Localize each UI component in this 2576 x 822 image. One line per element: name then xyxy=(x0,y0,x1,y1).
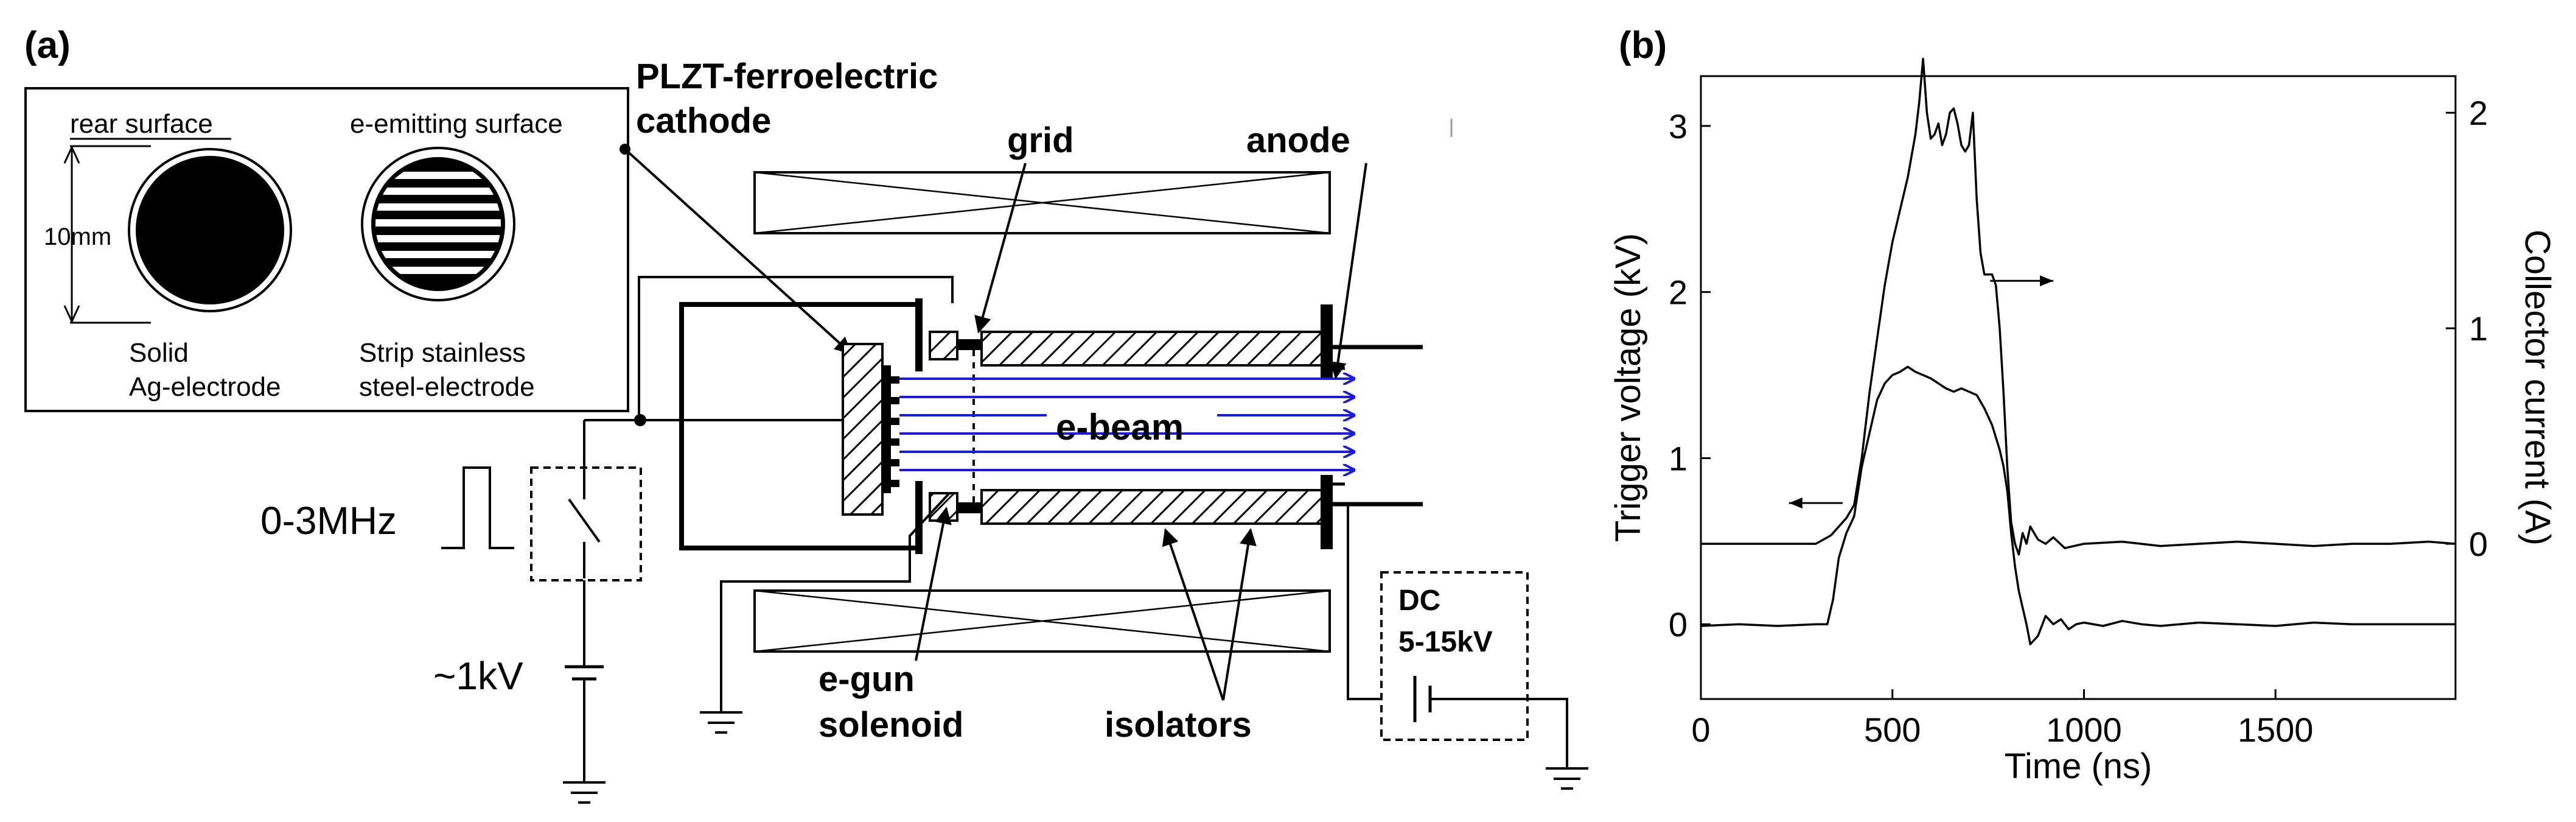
x-tick-label: 0 xyxy=(1691,711,1710,749)
right-axis-indicator-head xyxy=(2040,275,2054,287)
upper-solenoid-coil xyxy=(753,171,1331,234)
dc-label-line2: 5-15kV xyxy=(1398,626,1493,658)
strip-label-line2: steel-electrode xyxy=(359,372,535,402)
cathode-leader xyxy=(624,148,853,354)
y-tick-label: 2 xyxy=(1669,273,1688,312)
cathode-electrode xyxy=(882,365,891,493)
lower-solenoid-coil xyxy=(753,589,1331,653)
y-tick-label: 0 xyxy=(1669,605,1688,644)
dc-supply: DC 5-15kV xyxy=(1347,504,1588,790)
grid-leader xyxy=(974,163,1027,334)
ground-icon xyxy=(563,781,606,804)
solid-ag-electrode xyxy=(136,156,284,304)
electrode-inset: rear surface e-emitting surface 10mm Sol… xyxy=(24,87,629,412)
lower-isolator xyxy=(980,489,1333,525)
trigger-voltage-trace xyxy=(1700,365,2456,645)
y-tick-label: 1 xyxy=(1669,439,1688,477)
plzt-cathode xyxy=(842,343,884,516)
cathode-assembly xyxy=(634,343,899,516)
grid-ground-wire xyxy=(700,492,951,734)
collector-current-trace xyxy=(1701,57,2456,556)
strip-label-line1: Strip stainless xyxy=(359,338,526,368)
grid-label: grid xyxy=(1007,121,1074,160)
plot-frame xyxy=(1700,75,2457,700)
anode-assembly xyxy=(1321,119,1453,549)
solenoid-label-line2: solenoid xyxy=(819,705,963,745)
switch-blade xyxy=(568,498,601,543)
feed-junction xyxy=(634,414,646,426)
grid-assembly xyxy=(929,331,982,522)
dc-box xyxy=(1380,571,1529,741)
solid-label-line2: Ag-electrode xyxy=(129,372,281,402)
solenoid-label-line1: e-gun xyxy=(819,659,915,699)
isolators-label: isolators xyxy=(1105,705,1252,745)
rear-surface-label: rear surface xyxy=(70,109,213,139)
ground-icon xyxy=(1546,767,1588,790)
anode-leader xyxy=(1329,163,1367,379)
dc-label-line1: DC xyxy=(1398,585,1440,617)
inset-frame xyxy=(24,87,629,412)
upper-isolator xyxy=(980,331,1333,367)
y2-tick-label: 2 xyxy=(2469,94,2488,132)
solenoid-leader xyxy=(915,507,952,661)
y2-axis-label: Collector current (A) xyxy=(2518,230,2557,546)
solid-label-line1: Solid xyxy=(129,338,189,368)
gun-body xyxy=(638,276,954,554)
trigger-pulse-icon xyxy=(441,466,514,549)
y2-tick-label: 1 xyxy=(2469,309,2488,348)
electron-beam: e-beam xyxy=(899,379,1354,470)
isolator-leader-2 xyxy=(1222,528,1257,701)
y-axis-label: Trigger voltage (kV) xyxy=(1608,233,1648,542)
x-tick-label: 1000 xyxy=(2046,711,2122,749)
ebeam-label: e-beam xyxy=(1056,407,1184,448)
panel-a-tag: (a) xyxy=(24,24,71,66)
left-axis-indicator-head xyxy=(1789,497,1803,509)
dim-arrowheads xyxy=(63,145,80,324)
panel-a: (a) rear surface e-emitting surface 10mm xyxy=(24,24,1588,804)
cathode-label-line1: PLZT-ferroelectric xyxy=(636,57,938,96)
trigger-freq-label: 0-3MHz xyxy=(260,499,397,543)
emitting-surface-label: e-emitting surface xyxy=(350,109,563,139)
y2-tick-label: 0 xyxy=(2469,525,2488,563)
trigger-circuit: 0-3MHz ~1kV xyxy=(260,419,642,804)
strip-lines xyxy=(375,172,501,274)
panel-b-tag: (b) xyxy=(1619,24,1667,66)
y-tick-label: 3 xyxy=(1669,107,1688,146)
cathode-label-line2: cathode xyxy=(636,101,771,141)
diameter-label: 10mm xyxy=(44,223,111,250)
x-tick-label: 500 xyxy=(1864,711,1921,749)
x-axis-label: Time (ns) xyxy=(2005,746,2152,786)
ground-icon xyxy=(700,711,742,734)
anode-label: anode xyxy=(1246,121,1350,160)
isolator-leader-1 xyxy=(1162,528,1224,701)
x-tick-label: 1500 xyxy=(2238,711,2314,749)
hv-label: ~1kV xyxy=(433,654,523,698)
